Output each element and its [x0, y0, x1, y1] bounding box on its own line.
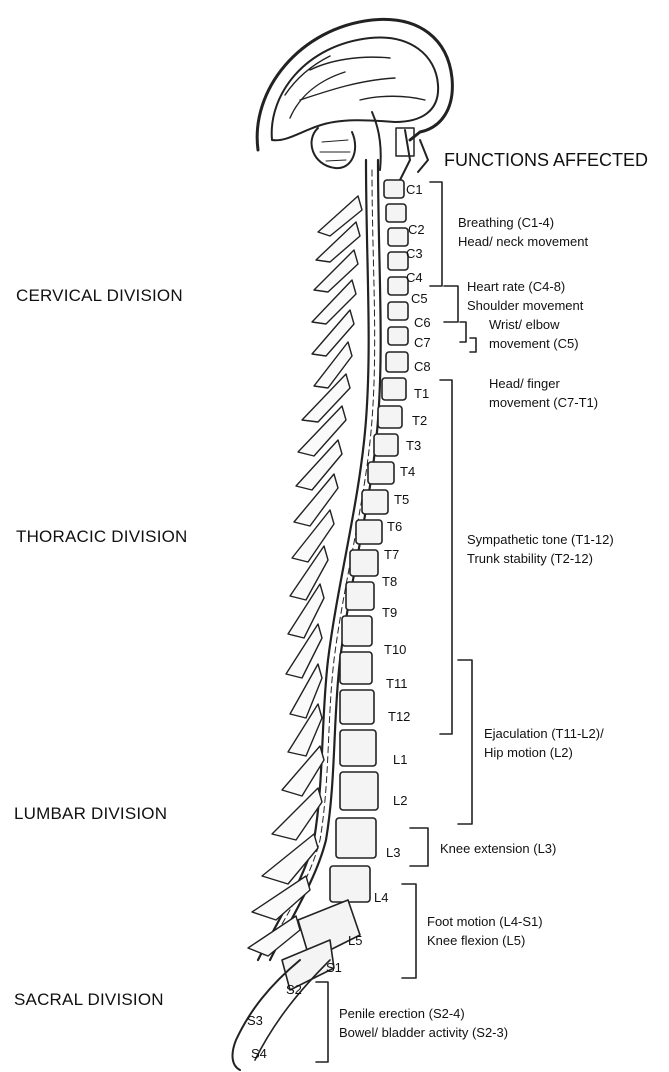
function-head-finger: Head/ finger movement (C7-T1) — [489, 374, 598, 412]
level-label: C1 — [406, 182, 423, 197]
level-label: S1 — [326, 960, 342, 975]
function-line: movement (C5) — [489, 334, 579, 353]
function-line: Breathing (C1-4) — [458, 213, 588, 232]
function-line: Bowel/ bladder activity (S2-3) — [339, 1023, 508, 1042]
function-breathing: Breathing (C1-4) Head/ neck movement — [458, 213, 588, 251]
level-label: T4 — [400, 464, 415, 479]
lumbar-division-label: LUMBAR DIVISION — [14, 804, 167, 824]
level-label: T9 — [382, 605, 397, 620]
level-label: C8 — [414, 359, 431, 374]
function-line: Knee extension (L3) — [440, 839, 556, 858]
level-label: T1 — [414, 386, 429, 401]
function-line: Heart rate (C4-8) — [467, 277, 583, 296]
cervical-division-label: CERVICAL DIVISION — [16, 286, 183, 306]
function-line: Head/ neck movement — [458, 232, 588, 251]
cerebellum — [312, 128, 356, 168]
level-label: S3 — [247, 1013, 263, 1028]
level-label: L2 — [393, 793, 407, 808]
level-label: T8 — [382, 574, 397, 589]
level-label: T5 — [394, 492, 409, 507]
function-knee-extension: Knee extension (L3) — [440, 839, 556, 858]
function-line: Shoulder movement — [467, 296, 583, 315]
functions-affected-title: FUNCTIONS AFFECTED — [444, 150, 648, 171]
level-label: C7 — [414, 335, 431, 350]
function-line: Knee flexion (L5) — [427, 931, 543, 950]
function-ejaculation: Ejaculation (T11-L2)/ Hip motion (L2) — [484, 724, 604, 762]
level-label: T3 — [406, 438, 421, 453]
function-line: Ejaculation (T11-L2)/ — [484, 724, 604, 743]
level-label: L1 — [393, 752, 407, 767]
function-penile-erection: Penile erection (S2-4) Bowel/ bladder ac… — [339, 1004, 508, 1042]
function-line: Head/ finger — [489, 374, 598, 393]
level-label: T12 — [388, 709, 410, 724]
sacral-division-label: SACRAL DIVISION — [14, 990, 164, 1010]
function-line: Foot motion (L4-S1) — [427, 912, 543, 931]
thoracic-division-label: THORACIC DIVISION — [16, 527, 188, 547]
level-label: T7 — [384, 547, 399, 562]
level-label: L3 — [386, 845, 400, 860]
function-heart-rate: Heart rate (C4-8) Shoulder movement — [467, 277, 583, 315]
level-label: L4 — [374, 890, 388, 905]
function-sympathetic-tone: Sympathetic tone (T1-12) Trunk stability… — [467, 530, 614, 568]
level-label: C4 — [406, 270, 423, 285]
function-line: Trunk stability (T2-12) — [467, 549, 614, 568]
function-line: Penile erection (S2-4) — [339, 1004, 508, 1023]
level-label: S4 — [251, 1046, 267, 1061]
level-label: C2 — [408, 222, 425, 237]
function-foot-motion: Foot motion (L4-S1) Knee flexion (L5) — [427, 912, 543, 950]
level-label: S2 — [286, 982, 302, 997]
level-label: L5 — [348, 933, 362, 948]
function-line: Wrist/ elbow — [489, 315, 579, 334]
level-label: C3 — [406, 246, 423, 261]
level-label: C5 — [411, 291, 428, 306]
level-label: T10 — [384, 642, 406, 657]
level-label: T11 — [386, 676, 407, 691]
level-label: C6 — [414, 315, 431, 330]
level-label: T6 — [387, 519, 402, 534]
function-line: Sympathetic tone (T1-12) — [467, 530, 614, 549]
function-line: Hip motion (L2) — [484, 743, 604, 762]
level-label: T2 — [412, 413, 427, 428]
function-line: movement (C7-T1) — [489, 393, 598, 412]
function-wrist-elbow: Wrist/ elbow movement (C5) — [489, 315, 579, 353]
